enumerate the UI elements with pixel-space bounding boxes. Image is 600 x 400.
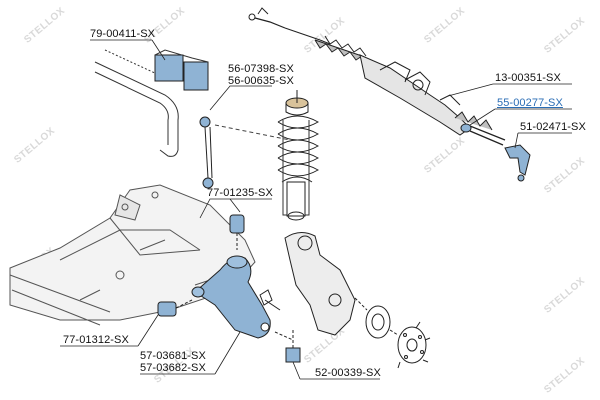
strut-assembly [277,90,320,221]
ball-joint [259,289,301,363]
callout-control-arm-b[interactable]: 57-03682-SX [140,362,206,374]
subframe [9,184,256,326]
control-arm-bushing-front [157,299,193,317]
callout-control-arm-bushing-rear[interactable]: 77-01235-SX [207,187,273,199]
leader-lines [60,39,572,380]
callout-ball-joint[interactable]: 52-00339-SX [315,367,381,379]
steering-rack [248,7,531,182]
callout-steering-rack[interactable]: 13-00351-SX [495,72,561,84]
control-arm-bushing-rear [229,214,245,250]
callout-tie-rod-axial[interactable]: 55-00277-SX [497,97,563,109]
callout-stabilizer-link-b[interactable]: 56-00635-SX [228,75,294,87]
stabilizer-link [199,116,291,189]
callout-control-arm-bushing-front[interactable]: 77-01312-SX [63,334,129,346]
callout-tie-rod-end[interactable]: 51-02471-SX [520,121,586,133]
steering-knuckle [284,232,431,369]
callout-stabilizer-link-a[interactable]: 56-07398-SX [228,63,294,75]
lower-control-arm [191,255,271,339]
callout-sway-bar-bushing[interactable]: 79-00411-SX [90,28,156,40]
sway-bar [94,49,209,157]
callout-control-arm-a[interactable]: 57-03681-SX [140,350,206,362]
